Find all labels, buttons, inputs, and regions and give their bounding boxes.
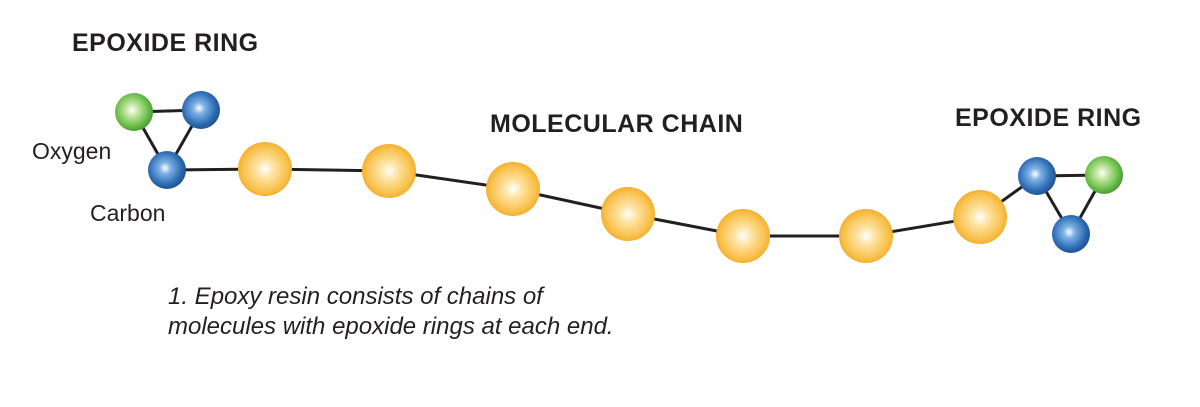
chain-unit: [716, 209, 770, 263]
right-epoxide-ring: [1018, 156, 1123, 253]
molecular-chain: [238, 142, 1007, 263]
figure-caption: 1. Epoxy resin consists of chains of mol…: [168, 283, 614, 340]
chain-unit: [486, 162, 540, 216]
epoxide-ring-heading-left: EPOXIDE RING: [72, 29, 259, 57]
chain-unit: [839, 209, 893, 263]
chain-backbone-bond: [166, 167, 1038, 238]
carbon-label: Carbon: [90, 200, 166, 226]
left-epoxide-ring: [115, 91, 220, 189]
chain-unit: [362, 144, 416, 198]
chain-unit: [601, 187, 655, 241]
oxygen-atom: [115, 93, 153, 131]
carbon-atom: [148, 151, 186, 189]
carbon-atom: [1052, 215, 1090, 253]
epoxide-ring-heading-right: EPOXIDE RING: [955, 104, 1142, 132]
oxygen-atom: [1085, 156, 1123, 194]
molecular-chain-heading: MOLECULAR CHAIN: [490, 110, 744, 138]
carbon-atom: [1018, 157, 1056, 195]
carbon-atom: [182, 91, 220, 129]
chain-unit: [953, 190, 1007, 244]
oxygen-label: Oxygen: [32, 138, 112, 164]
chain-unit: [238, 142, 292, 196]
